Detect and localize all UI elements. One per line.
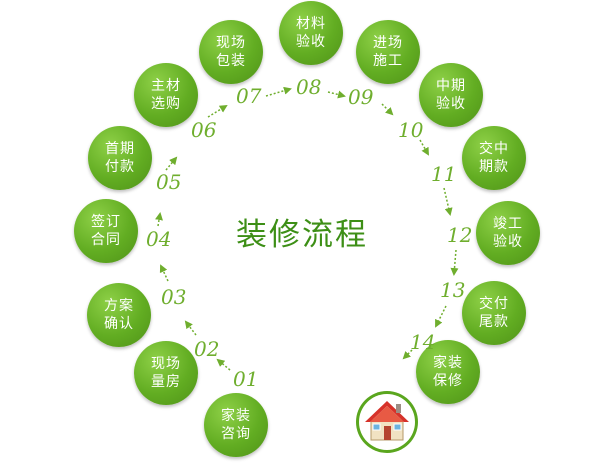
step-03-circle: 方案确认 [87, 283, 151, 347]
flow-arrow-8 [327, 90, 346, 99]
step-07-circle: 现场包装 [199, 20, 263, 84]
step-06-line2: 选购 [151, 96, 181, 112]
step-09-line2: 施工 [373, 53, 403, 69]
step-01-line1: 家装 [221, 408, 251, 424]
flow-arrow-4 [155, 212, 163, 227]
step-10-number: 10 [398, 118, 424, 142]
step-09-line1: 进场 [373, 35, 403, 51]
step-01-line2: 咨询 [221, 426, 251, 442]
step-07-line1: 现场 [216, 35, 246, 51]
step-06-circle: 主材选购 [134, 63, 198, 127]
step-12-line2: 验收 [493, 234, 523, 250]
flow-arrow-1 [216, 358, 231, 371]
step-03-line1: 方案 [104, 298, 134, 314]
step-03-number: 03 [161, 285, 187, 309]
step-03-line2: 确认 [104, 316, 134, 332]
step-13-circle: 交付尾款 [462, 281, 526, 345]
step-11-line2: 期款 [479, 159, 509, 175]
step-11-number: 11 [431, 162, 457, 186]
diagram-title: 装修流程 [236, 217, 368, 253]
step-14-number: 14 [410, 330, 436, 354]
flow-arrow-10 [419, 139, 429, 156]
step-10-line1: 中期 [436, 78, 466, 94]
flow-arrow-6 [207, 104, 228, 118]
step-12-line1: 竣工 [493, 216, 523, 232]
step-04-line2: 合同 [91, 232, 121, 248]
step-12-number: 12 [447, 223, 473, 247]
step-01-number: 01 [233, 367, 259, 391]
step-13-line1: 交付 [479, 296, 509, 312]
step-11-line1: 交中 [479, 141, 509, 157]
flow-arrow-3 [159, 264, 169, 282]
step-12-circle: 竣工验收 [476, 201, 540, 265]
flow-arrow-7 [265, 86, 292, 97]
step-05-circle: 首期付款 [88, 126, 152, 190]
flow-arrow-11 [443, 187, 453, 216]
step-14-line1: 家装 [433, 355, 463, 371]
step-08-number: 08 [296, 75, 322, 99]
step-11-circle: 交中期款 [462, 126, 526, 190]
house-icon [356, 391, 418, 453]
step-14-line2: 保修 [433, 373, 463, 389]
step-07-number: 07 [236, 84, 262, 108]
step-02-circle: 现场量房 [134, 341, 198, 405]
step-07-line2: 包装 [216, 53, 246, 69]
step-05-line2: 付款 [105, 159, 135, 175]
step-14-circle: 家装保修 [416, 340, 480, 404]
step-10-line2: 验收 [436, 96, 466, 112]
step-13-number: 13 [440, 278, 466, 302]
step-04-number: 04 [146, 227, 172, 251]
flow-arrow-5 [165, 156, 178, 171]
step-01-circle: 家装咨询 [204, 393, 268, 457]
flow-arrow-14 [402, 349, 413, 360]
step-08-line2: 验收 [296, 34, 326, 50]
step-04-circle: 签订合同 [74, 199, 138, 263]
step-05-line1: 首期 [105, 141, 135, 157]
step-08-line1: 材料 [296, 16, 326, 32]
step-10-circle: 中期验收 [419, 63, 483, 127]
step-06-number: 06 [191, 118, 217, 142]
flow-arrow-2 [184, 320, 197, 336]
flow-arrow-12 [450, 249, 459, 276]
flow-arrow-9 [381, 103, 394, 116]
step-09-circle: 进场施工 [356, 20, 420, 84]
step-04-line1: 签订 [91, 214, 121, 230]
step-02-line2: 量房 [151, 374, 181, 390]
step-08-circle: 材料验收 [279, 1, 343, 65]
step-02-line1: 现场 [151, 356, 181, 372]
step-06-line1: 主材 [151, 78, 181, 94]
step-13-line2: 尾款 [479, 314, 509, 330]
step-05-number: 05 [156, 170, 182, 194]
flow-arrow-13 [435, 305, 447, 328]
step-02-number: 02 [194, 337, 220, 361]
step-09-number: 09 [348, 85, 374, 109]
